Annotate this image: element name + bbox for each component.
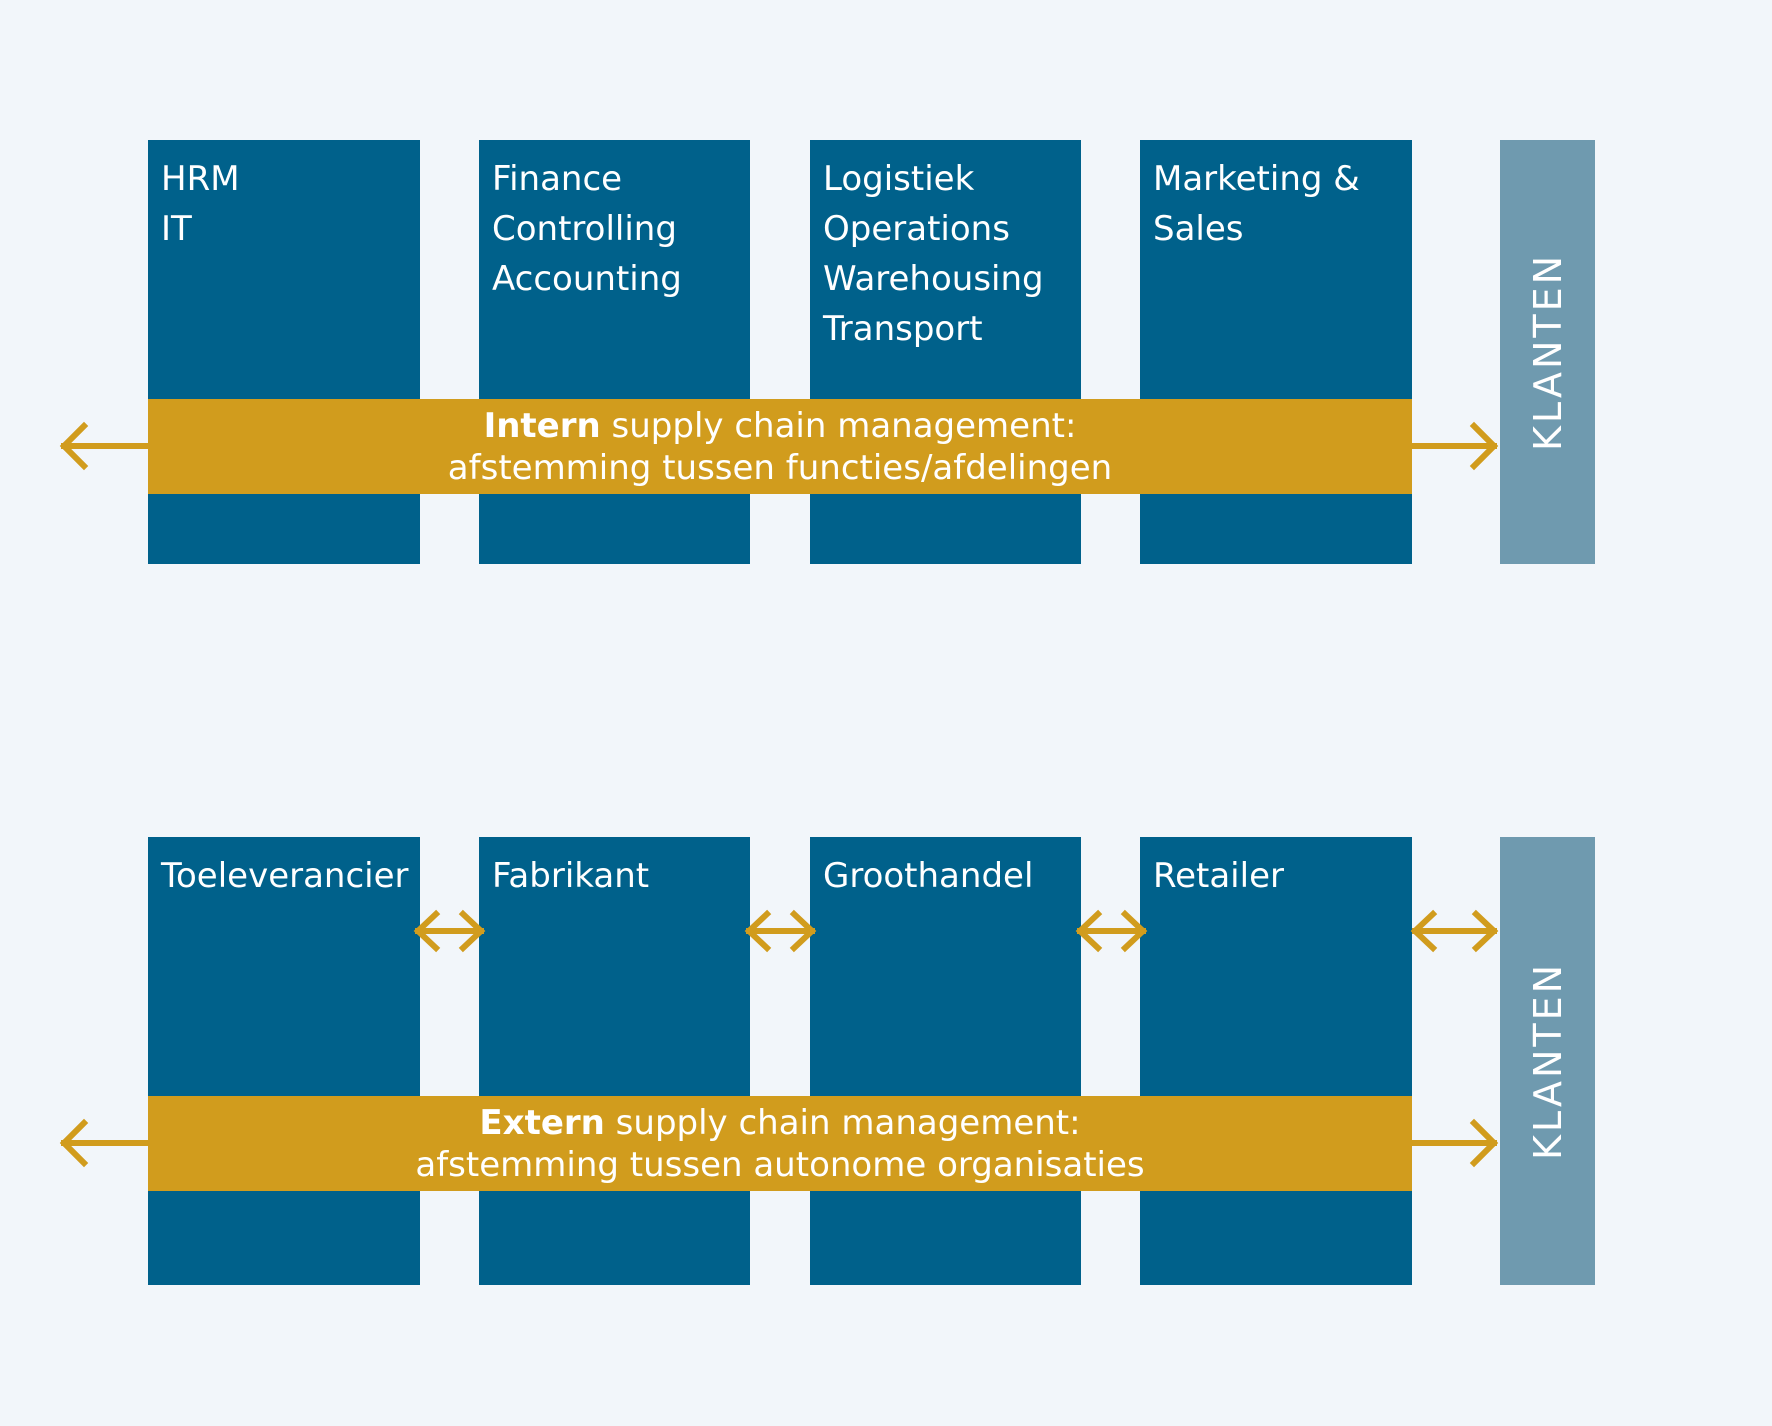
intern-arrows	[59, 421, 1499, 471]
box-groothandel: Groothandel	[810, 837, 1081, 1285]
left-arrow-icon	[59, 421, 151, 471]
box-line: Warehousing	[823, 259, 1044, 299]
box-line: Groothandel	[823, 856, 1034, 896]
band-bold-label: Extern	[479, 1103, 605, 1143]
box-line: Transport	[823, 309, 983, 349]
box-line: Finance	[492, 159, 623, 199]
intern-section: HRM IT Finance Controlling Accounting Lo…	[0, 0, 1772, 700]
box-line: Retailer	[1153, 856, 1284, 896]
double-arrow-icon	[1075, 909, 1148, 953]
extern-section: Toeleverancier Fabrikant Groothandel Ret…	[0, 700, 1772, 1426]
box-line: Accounting	[492, 259, 682, 299]
box-line: Toeleverancier	[161, 856, 409, 896]
klanten-column: KLANTEN	[1500, 140, 1595, 564]
box-line: Marketing &	[1153, 159, 1360, 199]
double-arrow-icon	[413, 909, 486, 953]
extern-arrows	[59, 909, 1499, 1168]
box-line: Logistiek	[823, 159, 975, 199]
right-arrow-icon	[1409, 421, 1499, 471]
band-line-2: afstemming tussen autonome organisaties	[415, 1145, 1145, 1185]
band-rest-label: supply chain management:	[600, 406, 1077, 446]
band-bold-label: Intern	[483, 406, 601, 446]
left-arrow-icon	[59, 1118, 151, 1168]
band-line-2: afstemming tussen functies/afdelingen	[447, 448, 1113, 488]
double-arrow-icon	[744, 909, 817, 953]
intern-scm-band: Intern supply chain management: afstemmi…	[148, 399, 1412, 494]
band-rest-label: supply chain management:	[604, 1103, 1081, 1143]
double-arrow-icon	[1410, 909, 1499, 953]
band-line-1: Intern supply chain management:	[148, 405, 1412, 447]
band-line-1: Extern supply chain management:	[148, 1102, 1412, 1144]
box-fabrikant: Fabrikant	[479, 837, 750, 1285]
box-line: Fabrikant	[492, 856, 650, 896]
box-line: Sales	[1153, 209, 1244, 249]
extern-scm-band: Extern supply chain management: afstemmi…	[148, 1096, 1412, 1191]
box-line: HRM	[161, 159, 240, 199]
box-toeleverancier: Toeleverancier	[148, 837, 420, 1285]
right-arrow-icon	[1409, 1118, 1499, 1168]
box-line: IT	[161, 209, 192, 249]
box-line: Controlling	[492, 209, 677, 249]
klanten-column: KLANTEN	[1500, 837, 1595, 1285]
box-line: Operations	[823, 209, 1010, 249]
box-retailer: Retailer	[1140, 837, 1412, 1285]
